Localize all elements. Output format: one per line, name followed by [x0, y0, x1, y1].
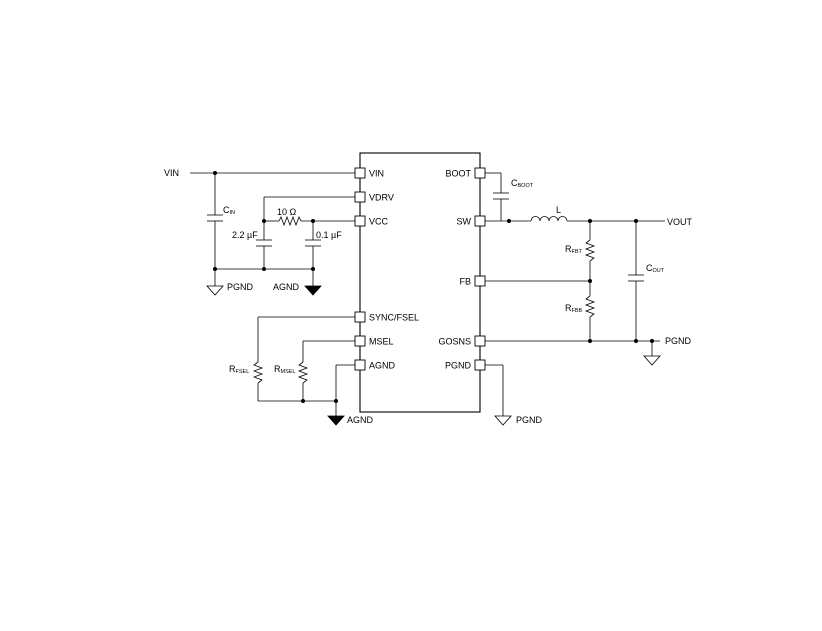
pin-label-fb: FB	[459, 277, 471, 287]
pin-box-pgnd	[474, 359, 486, 371]
junction-vout-cout	[634, 219, 638, 223]
pin-label-gosns: GOSNS	[438, 337, 471, 347]
pin-box-msel	[354, 335, 366, 347]
rmsel-label: RMSEL	[274, 364, 295, 375]
pin-box-gosns	[474, 335, 486, 347]
junction-fb	[588, 279, 592, 283]
pin-label-sw: SW	[457, 217, 472, 227]
cin-label: CIN	[223, 205, 235, 216]
output-wires	[485, 172, 665, 416]
cvcc2-label: 0.1 µF	[316, 230, 342, 240]
junction-c1-gnd	[262, 267, 266, 271]
junction-vin	[213, 171, 217, 175]
pgnd-ground-symbol-input	[206, 285, 224, 296]
pin-box-fb	[474, 275, 486, 287]
junction-sw	[507, 219, 511, 223]
rfbb-label: RFBB	[565, 303, 583, 314]
pin-box-vin	[354, 167, 366, 179]
cboot-label: CBOOT	[511, 178, 534, 189]
junction-cin-gnd	[213, 267, 217, 271]
junction-agnd	[334, 399, 338, 403]
pin-label-sync-fsel: SYNC/FSEL	[369, 313, 419, 323]
pin-label-vdrv: VDRV	[369, 193, 394, 203]
pin-label-vcc: VCC	[369, 217, 389, 227]
junction-vcc	[311, 219, 315, 223]
pin-label-msel: MSEL	[369, 337, 394, 347]
pin-label-boot: BOOT	[445, 169, 471, 179]
net-label-agnd-select: AGND	[347, 415, 374, 425]
junction-c2-gnd	[311, 267, 315, 271]
pin-label-pgnd: PGND	[445, 361, 472, 371]
junction-vdrv-vcc	[262, 219, 266, 223]
pin-label-agnd: AGND	[369, 361, 396, 371]
net-label-vin: VIN	[164, 168, 179, 178]
sel-wires	[252, 316, 355, 416]
rfbt-label: RFBT	[565, 244, 583, 255]
rfsel-label: RFSEL	[229, 364, 249, 375]
pin-box-boot	[474, 167, 486, 179]
pgnd-ground-symbol-output	[643, 355, 661, 366]
pin-box-agnd	[354, 359, 366, 371]
junction-vout-fb	[588, 219, 592, 223]
net-label-pgnd-ic: PGND	[516, 415, 543, 425]
inductor-label: L	[556, 205, 561, 215]
pin-box-vdrv	[354, 191, 366, 203]
junction-msel-gnd	[301, 399, 305, 403]
net-label-vout: VOUT	[667, 217, 693, 227]
cout-label: COUT	[646, 263, 665, 274]
agnd-ground-symbol-select	[327, 415, 345, 426]
pgnd-ground-symbol-ic	[494, 415, 512, 426]
pin-label-vin: VIN	[369, 169, 384, 179]
cvcc1-label: 2.2 µF	[232, 230, 258, 240]
net-label-pgnd-input: PGND	[227, 282, 254, 292]
pin-box-sync-fsel	[354, 311, 366, 323]
rvcc-label: 10 Ω	[277, 207, 297, 217]
net-label-agnd-vcc: AGND	[273, 282, 300, 292]
junction-gosns-cout	[634, 339, 638, 343]
net-label-pgnd-output: PGND	[665, 336, 692, 346]
pin-box-sw	[474, 215, 486, 227]
vcc-wires	[256, 196, 355, 286]
ic-body	[359, 152, 481, 413]
agnd-ground-symbol-vcc	[304, 285, 322, 296]
junction-pgnd-out	[650, 339, 654, 343]
junction-gosns-rfbb	[588, 339, 592, 343]
pin-box-vcc	[354, 215, 366, 227]
